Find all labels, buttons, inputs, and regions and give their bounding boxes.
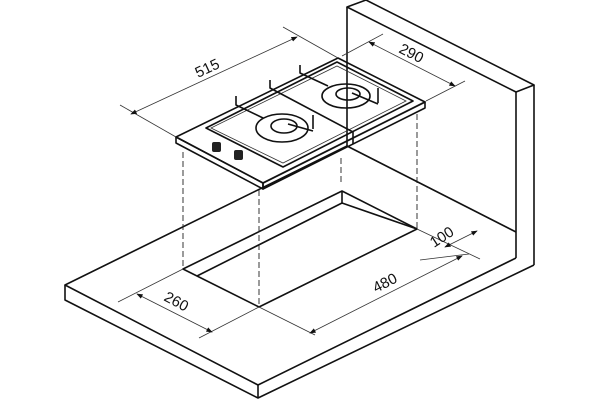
knob-icon	[234, 150, 243, 160]
burner-back	[321, 83, 371, 109]
label-480: 480	[370, 270, 400, 297]
dimension-cutout-width: 480	[258, 253, 470, 336]
control-knobs	[212, 142, 243, 160]
dimension-wall-clearance: 100	[416, 223, 481, 260]
label-260: 260	[161, 289, 191, 316]
knob-icon	[212, 142, 221, 152]
countertop	[64, 145, 535, 399]
label-100: 100	[427, 223, 457, 251]
dimension-cutout-depth: 260	[117, 268, 260, 339]
wall	[346, 0, 535, 265]
label-515: 515	[193, 56, 223, 82]
projection-lines	[182, 114, 418, 307]
